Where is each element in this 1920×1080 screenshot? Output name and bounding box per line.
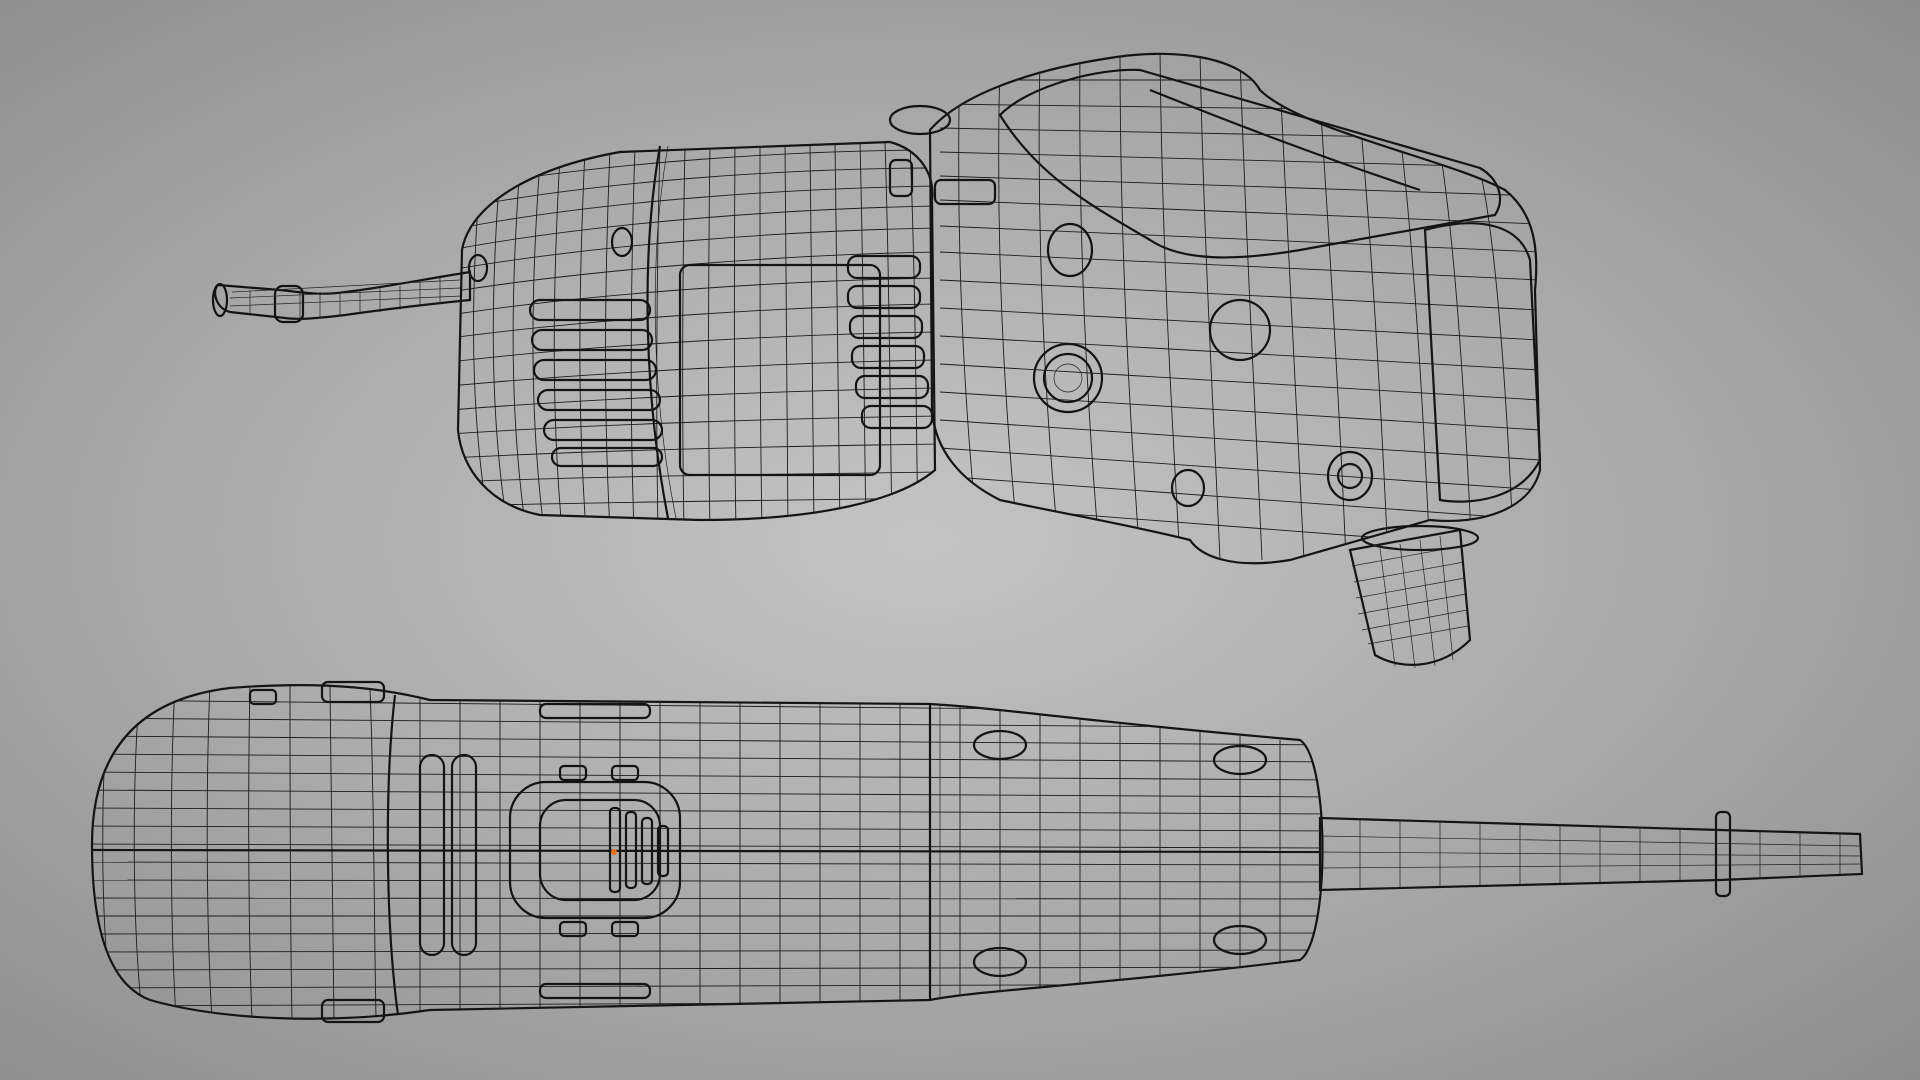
gear-cover	[998, 68, 1502, 259]
power-cord-top	[1318, 810, 1864, 898]
top-housing	[90, 680, 1324, 1024]
head-flange	[1423, 222, 1542, 503]
spindle-lock	[1336, 462, 1364, 490]
lock-knob	[888, 104, 952, 136]
label-plate	[678, 263, 882, 477]
switch-cluster	[508, 764, 682, 938]
gear-head	[888, 52, 1542, 565]
head-grip-slot	[418, 753, 446, 957]
screw-hole	[467, 253, 489, 283]
angle-grinder-top-wireframe[interactable]	[80, 680, 1864, 1024]
spindle	[1348, 524, 1480, 669]
angle-grinder-perspective-wireframe[interactable]	[211, 50, 1542, 669]
side-handle-socket	[1032, 342, 1104, 414]
motor-housing	[456, 140, 937, 522]
head-grip-slot	[450, 753, 478, 957]
cooling-vents	[528, 298, 664, 468]
vent-hole	[1046, 222, 1094, 278]
vent-hole	[1208, 298, 1272, 362]
screw-hole	[610, 226, 634, 258]
power-cord	[211, 270, 472, 324]
origin-dot	[611, 849, 617, 855]
